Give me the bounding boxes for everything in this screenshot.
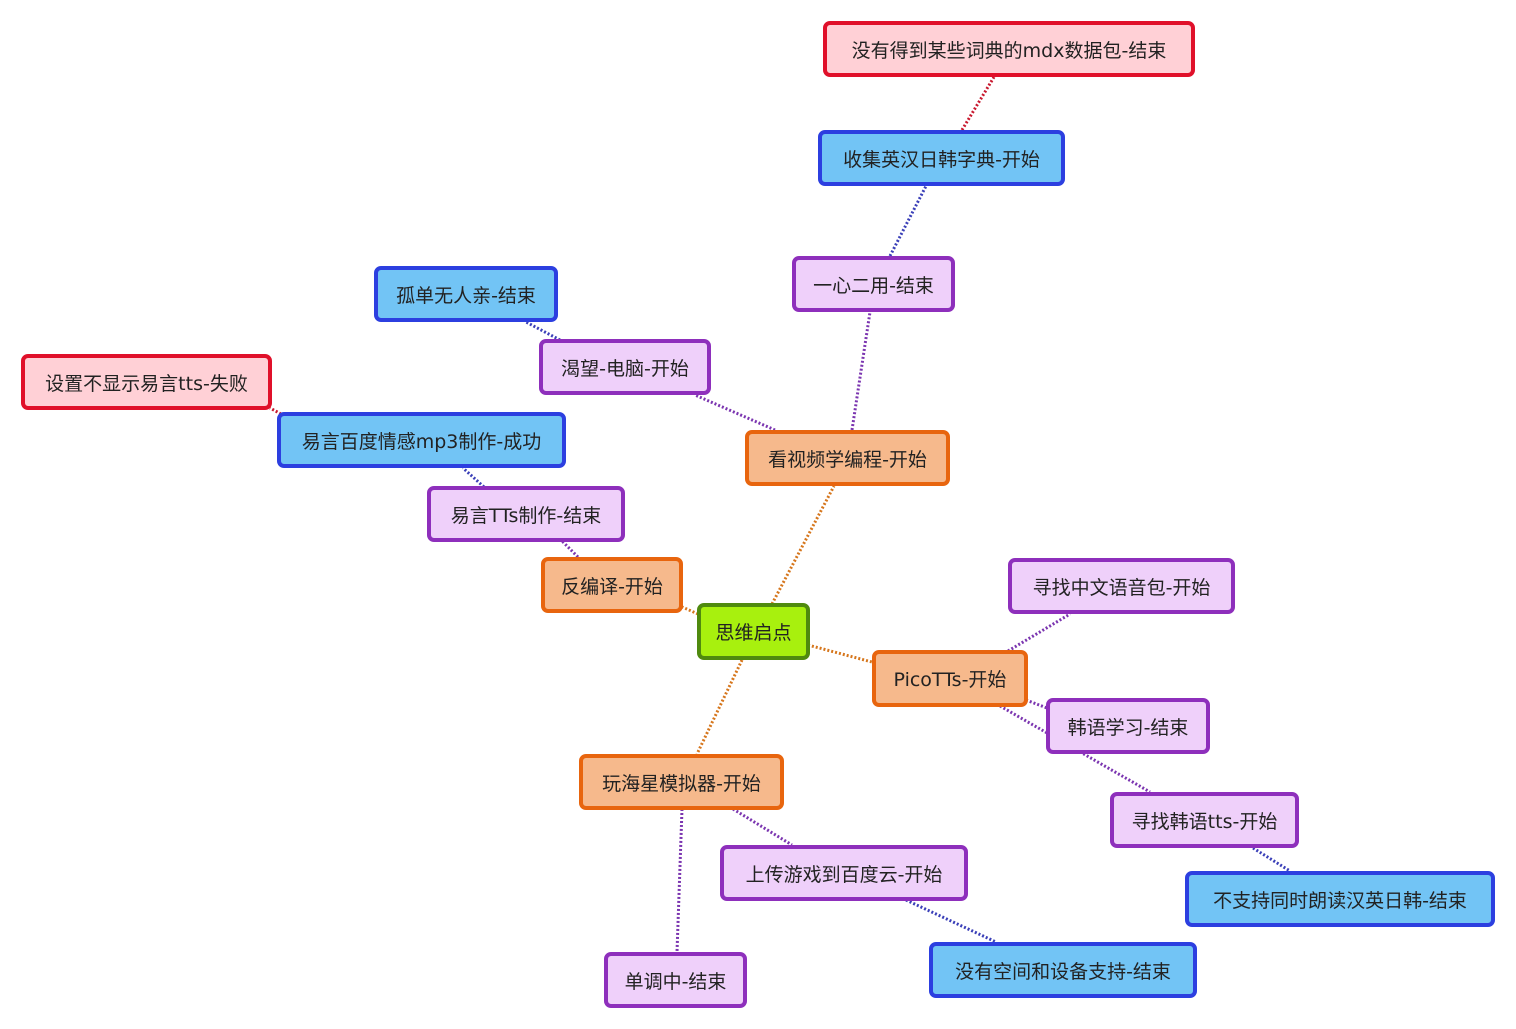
node-bu-zhichi[interactable]: 不支持同时朗读汉英日韩-结束	[1185, 871, 1495, 927]
edge-root-kan	[770, 485, 836, 605]
node-kan-shipin[interactable]: 看视频学编程-开始	[745, 430, 950, 486]
node-kewang-diannao[interactable]: 渴望-电脑-开始	[539, 339, 711, 395]
edge-yixin-shouji	[888, 185, 928, 257]
edge-kan-yixin	[850, 311, 872, 431]
node-mdx-shuju[interactable]: 没有得到某些词典的mdx数据包-结束	[823, 21, 1195, 77]
edge-fanbianyi-yiyantts	[560, 539, 580, 559]
node-shangchuan[interactable]: 上传游戏到百度云-开始	[720, 845, 968, 901]
edge-root-picotts	[807, 643, 873, 664]
node-xunzhao-hanyu[interactable]: 寻找韩语tts-开始	[1110, 792, 1299, 848]
edge-pico-zhongwen	[1007, 612, 1071, 653]
node-xunzhao-zhongwen[interactable]: 寻找中文语音包-开始	[1008, 558, 1235, 614]
edge-kewang-gudan	[525, 320, 561, 342]
edge-kan-kewang	[694, 393, 776, 432]
node-root[interactable]: 思维启点	[697, 603, 810, 660]
node-dandiao[interactable]: 单调中-结束	[604, 952, 747, 1008]
edge-shangchuan-meiyou	[905, 898, 997, 944]
edge-root-haixing	[695, 659, 744, 755]
edge-haixing-dandiao	[675, 808, 684, 953]
node-yixin-eryong[interactable]: 一心二用-结束	[792, 256, 955, 312]
edge-yiyantts-baidu	[461, 466, 486, 489]
edge-haixing-shangchuan	[732, 807, 793, 847]
node-meiyou-kongjian[interactable]: 没有空间和设备支持-结束	[929, 942, 1197, 998]
edge-pico-hanyu	[1025, 698, 1048, 710]
node-picotts[interactable]: PicoTTs-开始	[872, 650, 1028, 707]
node-hanyu-xuexi[interactable]: 韩语学习-结束	[1046, 698, 1210, 754]
node-fanbianyi[interactable]: 反编译-开始	[541, 557, 683, 613]
node-gudan[interactable]: 孤单无人亲-结束	[374, 266, 558, 322]
edge-xunzhaohanyu-buzhichi	[1252, 846, 1291, 873]
node-shouji-zidian[interactable]: 收集英汉日韩字典-开始	[818, 130, 1065, 186]
node-haixing[interactable]: 玩海星模拟器-开始	[579, 754, 784, 810]
edge-root-fanbianyi	[679, 604, 699, 616]
node-yiyan-baidu[interactable]: 易言百度情感mp3制作-成功	[277, 412, 566, 468]
edge-pico-xunzhaohanyu	[999, 704, 1151, 794]
node-yiyan-tts[interactable]: 易言TTs制作-结束	[427, 486, 625, 542]
edge-shouji-mdx	[960, 76, 996, 131]
node-shezhi-buxianshi[interactable]: 设置不显示易言tts-失败	[21, 354, 272, 410]
